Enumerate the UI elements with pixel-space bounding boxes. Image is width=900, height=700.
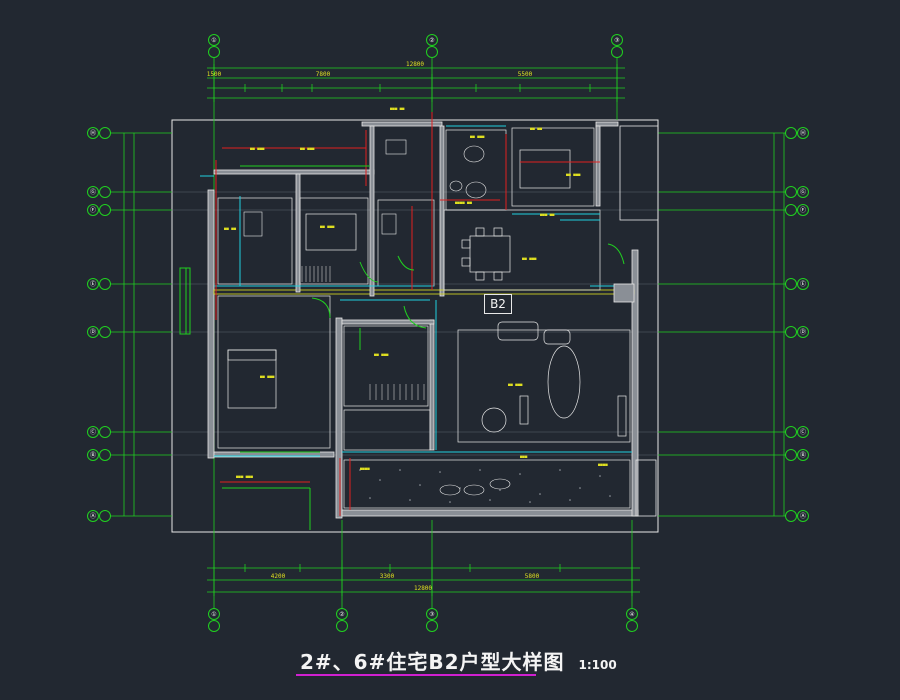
room-outlines [217, 127, 631, 451]
top-dimensions [207, 64, 625, 102]
svg-text:■■■ ■■: ■■■ ■■ [390, 106, 405, 111]
svg-text:■■■: ■■■ [520, 454, 528, 459]
svg-text:■■ ■■■: ■■ ■■■ [300, 146, 315, 151]
bottom-dimension-text: 4200 3300 5800 12800 [271, 573, 540, 592]
svg-text:①: ① [211, 611, 216, 618]
dim-bottom-c: 5800 [525, 573, 540, 580]
fixtures [243, 139, 487, 237]
dim-top-overall: 12800 [406, 61, 424, 68]
svg-text:Ⓑ: Ⓑ [90, 451, 96, 459]
grid-bubble-labels: ① ② ③ ① ② ③ ④ Ⓗ Ⓖ Ⓕ Ⓔ Ⓓ Ⓒ Ⓑ Ⓐ Ⓗ Ⓖ Ⓕ Ⓔ Ⓓ … [90, 37, 806, 618]
svg-text:①: ① [211, 37, 216, 44]
grid-lines-horizontal [110, 132, 792, 517]
svg-text:Ⓖ: Ⓖ [800, 188, 806, 196]
windows [179, 267, 191, 335]
svg-text:■■■■: ■■■■ [360, 466, 370, 471]
grid-lines-vertical [213, 58, 633, 610]
svg-text:Ⓑ: Ⓑ [800, 451, 806, 459]
svg-text:■■ ■■■: ■■ ■■■ [470, 134, 485, 139]
unit-label: B2 [484, 294, 512, 314]
svg-text:Ⓕ: Ⓕ [90, 206, 96, 214]
living-furniture [481, 321, 627, 437]
stair-hatch [301, 266, 425, 400]
cyan-lines [200, 125, 632, 457]
svg-text:②: ② [339, 611, 344, 618]
svg-text:Ⓒ: Ⓒ [800, 428, 806, 436]
svg-text:②: ② [429, 37, 434, 44]
svg-text:③: ③ [614, 37, 619, 44]
annotation-marks: ■■ ■■■ ■■ ■■■ ■■■ ■■ ■■■■ ■■ ■■ ■■ ■■ ■■… [224, 106, 608, 479]
balcony [343, 459, 631, 509]
green-lines [222, 165, 625, 530]
svg-text:Ⓒ: Ⓒ [90, 428, 96, 436]
svg-text:Ⓔ: Ⓔ [90, 280, 96, 288]
svg-text:Ⓖ: Ⓖ [90, 188, 96, 196]
balcony-pattern [359, 469, 611, 503]
svg-text:③: ③ [429, 611, 434, 618]
dim-bottom-b: 3300 [380, 573, 395, 580]
svg-text:■■■■: ■■■■ [598, 462, 608, 467]
dim-top-a: 1500 [207, 71, 222, 78]
red-lines [215, 112, 600, 516]
bottom-dimensions [207, 560, 640, 596]
svg-text:■■■■ ■■: ■■■■ ■■ [455, 200, 472, 205]
drawing-title: 2#、6#住宅B2户型大样图 1:100 [300, 646, 617, 675]
svg-text:■■ ■■: ■■ ■■ [224, 226, 237, 231]
svg-text:■■ ■■■: ■■ ■■■ [374, 352, 389, 357]
dim-bottom-overall: 12800 [414, 585, 432, 592]
dim-bottom-a: 4200 [271, 573, 286, 580]
drawing-scale: 1:100 [578, 658, 617, 672]
right-annex [613, 125, 659, 517]
sheet-border [171, 119, 659, 533]
svg-text:Ⓗ: Ⓗ [800, 129, 806, 137]
drawing-title-text: 2#、6#住宅B2户型大样图 [300, 650, 565, 674]
dining-table [461, 227, 511, 281]
svg-text:■■■ ■■: ■■■ ■■ [540, 212, 555, 217]
svg-text:■■■ ■■■: ■■■ ■■■ [236, 474, 253, 479]
svg-text:Ⓐ: Ⓐ [800, 512, 806, 520]
svg-text:Ⓓ: Ⓓ [800, 328, 806, 336]
svg-text:④: ④ [629, 611, 634, 618]
grid-bubbles [87, 34, 809, 632]
dim-top-b: 7800 [316, 71, 331, 78]
side-dimensions [123, 133, 785, 516]
svg-text:■■ ■■■: ■■ ■■■ [508, 382, 523, 387]
beds [227, 149, 571, 409]
balcony-planters [439, 478, 511, 496]
svg-text:■■ ■■■: ■■ ■■■ [320, 224, 335, 229]
title-underline [296, 674, 536, 676]
svg-text:■■ ■■: ■■ ■■ [530, 126, 543, 131]
svg-text:■■ ■■■: ■■ ■■■ [250, 146, 265, 151]
top-dimension-text: 12800 1500 7800 5500 [207, 61, 533, 78]
svg-text:Ⓓ: Ⓓ [90, 328, 96, 336]
svg-text:■■ ■■■: ■■ ■■■ [260, 374, 275, 379]
svg-text:■■ ■■■: ■■ ■■■ [566, 172, 581, 177]
svg-text:Ⓗ: Ⓗ [90, 129, 96, 137]
dim-top-c: 5500 [518, 71, 533, 78]
svg-text:Ⓐ: Ⓐ [90, 512, 96, 520]
walls [207, 121, 639, 519]
svg-text:Ⓕ: Ⓕ [800, 206, 806, 214]
svg-text:■■ ■■■: ■■ ■■■ [522, 256, 537, 261]
svg-text:Ⓔ: Ⓔ [800, 280, 806, 288]
